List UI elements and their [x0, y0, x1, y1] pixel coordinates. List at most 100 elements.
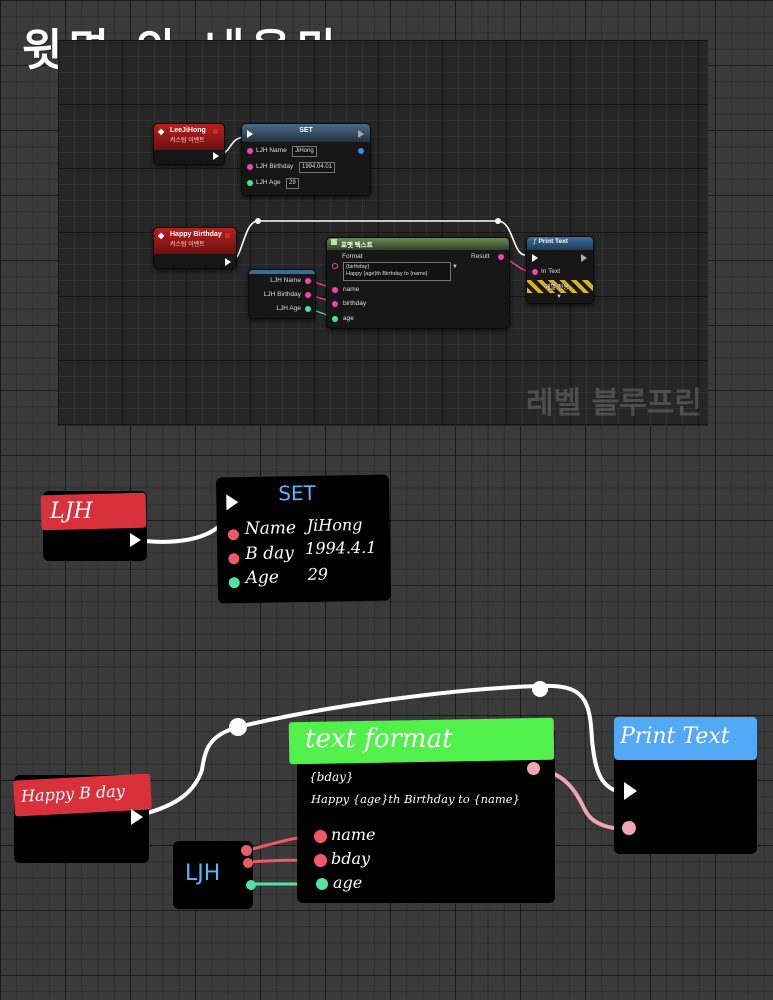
sketch-pin-arg-name[interactable]	[314, 830, 327, 843]
event-diamond-icon: ◆	[158, 231, 165, 240]
sketch-pin-age-out[interactable]	[246, 880, 256, 890]
delegate-pin[interactable]	[225, 233, 230, 238]
set-title: SET	[299, 127, 313, 134]
exec-out-pin[interactable]	[581, 254, 587, 262]
event-header: ◆ LeeJiHong 커스텀 이벤트	[154, 124, 224, 150]
sketch-print-title: Print Text	[620, 724, 730, 749]
sketch-pin-age[interactable]	[228, 577, 240, 589]
set-header: SET	[242, 124, 370, 142]
result-label: Result	[471, 253, 490, 260]
sketch-exec-in-pin[interactable]	[226, 494, 239, 511]
print-text-node[interactable]: ƒ Print Text In Text 개발 전용 ▼	[526, 236, 594, 304]
sketch-pin-name-out[interactable]	[241, 845, 252, 856]
sketch-row-label: Age	[245, 567, 280, 589]
blueprint-screenshot: ◆ LeeJiHong 커스텀 이벤트 SET LJH Name JiHong …	[58, 40, 708, 426]
sketch-event-happy-bday[interactable]: Happy B day	[13, 773, 152, 863]
value-field[interactable]: JiHong	[292, 146, 317, 157]
sketch-pin-arg-age[interactable]	[316, 878, 328, 890]
sketch-row-value: 29	[307, 564, 329, 584]
pin-format[interactable]	[332, 263, 338, 269]
pin-birthday[interactable]	[247, 164, 253, 170]
pin-arg-name[interactable]	[332, 287, 338, 293]
print-header: ƒ Print Text	[527, 237, 593, 250]
sketch-row-value: 1994.4.1	[304, 537, 377, 558]
exec-out-pin[interactable]	[225, 258, 231, 266]
format-icon	[331, 239, 337, 245]
sketch-print-header	[614, 717, 757, 760]
sketch-exec-in-pin[interactable]	[624, 782, 637, 800]
ljh-variable-node[interactable]: LJH Name LJH Birthday LJH Age	[248, 269, 316, 319]
sketch-format-title: text format	[305, 724, 453, 754]
pin-label: LJH Birthday	[263, 291, 301, 298]
event-node-leejihong[interactable]: ◆ LeeJiHong 커스텀 이벤트	[153, 123, 225, 165]
format-text-node[interactable]: 포맷 텍스트 Format {birthday} Happy {age}th B…	[326, 237, 510, 329]
exec-in-pin[interactable]	[532, 254, 538, 262]
pin-result[interactable]	[498, 254, 504, 260]
format-title: 포맷 텍스트	[341, 242, 373, 249]
pin-name[interactable]	[247, 148, 253, 154]
pin-age-out[interactable]	[305, 306, 311, 312]
in-text-label: In Text	[541, 268, 561, 275]
function-icon: ƒ	[533, 238, 537, 245]
event-subtitle: 커스텀 이벤트	[170, 242, 205, 248]
format-header: 포맷 텍스트	[327, 238, 509, 250]
sketch-pin-result[interactable]	[527, 762, 540, 775]
exec-out-pin[interactable]	[358, 130, 364, 138]
sketch-pin-bday-out[interactable]	[243, 858, 253, 868]
event-node-happy-birthday[interactable]: ◆ Happy Birthday 커스텀 이벤트	[153, 227, 237, 269]
value-field[interactable]: 29	[286, 178, 299, 189]
sketch-event-ljh[interactable]: LJH	[40, 491, 147, 561]
event-title: LeeJiHong	[170, 127, 206, 134]
event-header: ◆ Happy Birthday 커스텀 이벤트	[154, 228, 236, 254]
sketch-set-node[interactable]: SET Name JiHong B day 1994.4.1 Age 29	[215, 474, 392, 604]
sketch-row-label: Name	[244, 518, 297, 540]
pin-in-text[interactable]	[532, 269, 538, 275]
pin-label: LJH Age	[276, 305, 301, 312]
row-label: LJH Age	[256, 179, 281, 186]
format-line: {birthday}	[346, 264, 370, 270]
sketch-pin-bday[interactable]	[228, 553, 240, 565]
sketch-format-node[interactable]: text format {bday} Happy {age}th Birthda…	[288, 717, 555, 903]
sketch-exec-out-pin[interactable]	[131, 809, 143, 825]
format-textbox[interactable]: {birthday} Happy {age}th Birthday to {na…	[343, 262, 451, 281]
dev-only-banner: 개발 전용	[527, 280, 593, 293]
sketch-ljh-variable[interactable]: LJH	[173, 841, 256, 909]
pin-output[interactable]	[358, 148, 364, 154]
sketch-pin-arg-bday[interactable]	[314, 854, 327, 867]
sketch-row-label: B day	[245, 543, 294, 565]
exec-out-pin[interactable]	[213, 152, 219, 160]
row-label: LJH Birthday	[256, 163, 294, 170]
chevron-down-icon[interactable]: ▼	[452, 264, 458, 270]
sketch-arg-label: age	[333, 873, 363, 892]
format-label: Format	[342, 253, 363, 260]
event-diamond-icon: ◆	[158, 127, 165, 136]
sketch-exec-wire-happy-print	[138, 683, 627, 817]
sketch-arg-label: bday	[331, 849, 371, 868]
chevron-down-icon[interactable]: ▼	[556, 294, 562, 300]
event-subtitle: 커스텀 이벤트	[170, 138, 205, 144]
pin-age[interactable]	[247, 180, 253, 186]
sketch-pin-name[interactable]	[227, 529, 240, 541]
dev-only-label: 개발 전용	[545, 285, 569, 291]
sketch-print-node[interactable]: Print Text	[614, 717, 757, 854]
delegate-pin[interactable]	[213, 129, 218, 134]
set-node[interactable]: SET LJH Name JiHong LJH Birthday 1994.04…	[241, 123, 371, 196]
format-line: Happy {age}th Birthday to {name}	[346, 271, 428, 277]
level-blueprint-watermark: 레벨 블루프린	[525, 386, 702, 421]
pin-arg-age[interactable]	[332, 316, 338, 322]
exec-in-pin[interactable]	[247, 130, 253, 138]
sketch-event-title: LJH	[50, 499, 93, 524]
sketch-format-line: {bday}	[309, 770, 354, 784]
sketch-row-value: JiHong	[306, 514, 363, 535]
pin-label: LJH Name	[270, 277, 301, 284]
sketch-pin-in-text[interactable]	[622, 821, 636, 835]
row-label: LJH Name	[256, 147, 287, 154]
pin-name-out[interactable]	[305, 278, 311, 284]
event-title: Happy Birthday	[170, 231, 222, 238]
print-title: Print Text	[538, 238, 568, 245]
arg-label: age	[343, 315, 354, 322]
sketch-exec-out-pin[interactable]	[130, 533, 141, 547]
pin-birthday-out[interactable]	[305, 292, 311, 298]
value-field[interactable]: 1994.04.01	[299, 162, 336, 173]
pin-arg-birthday[interactable]	[332, 301, 338, 307]
